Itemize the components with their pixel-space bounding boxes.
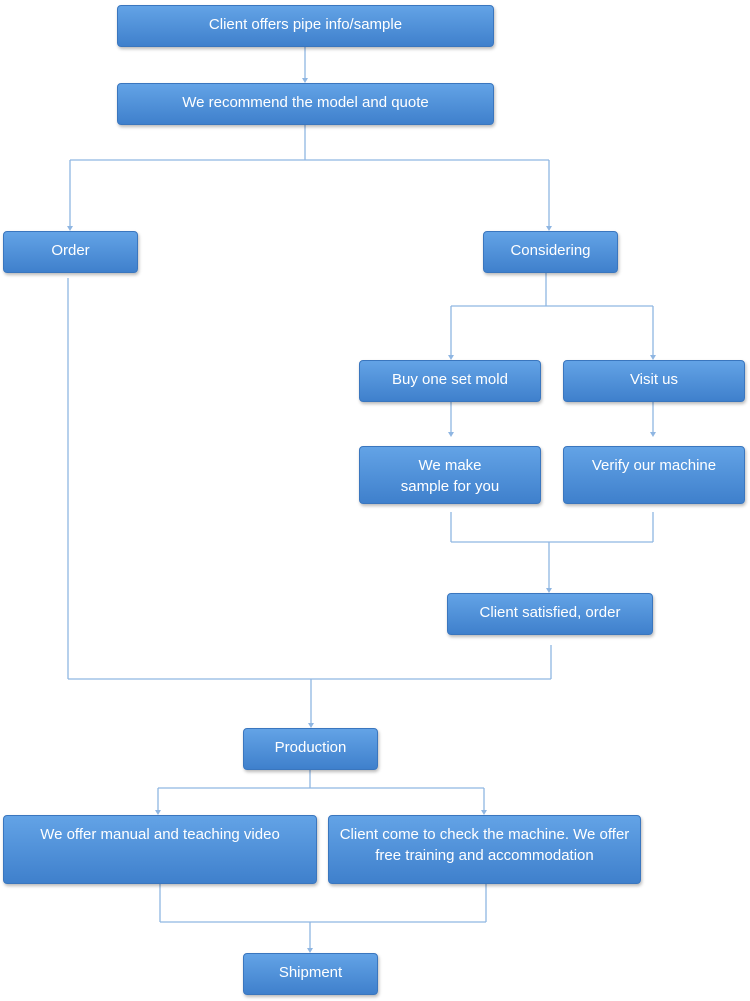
node-visit: Visit us	[563, 360, 745, 402]
node-production: Production	[243, 728, 378, 770]
node-recommend: We recommend the model and quote	[117, 83, 494, 125]
node-buy-mold: Buy one set mold	[359, 360, 541, 402]
node-verify: Verify our machine	[563, 446, 745, 504]
node-satisfied: Client satisfied, order	[447, 593, 653, 635]
node-order: Order	[3, 231, 138, 273]
node-shipment: Shipment	[243, 953, 378, 995]
node-considering: Considering	[483, 231, 618, 273]
node-manual: We offer manual and teaching video	[3, 815, 317, 884]
node-make-sample: We make sample for you	[359, 446, 541, 504]
node-check-machine: Client come to check the machine. We off…	[328, 815, 641, 884]
node-client-offers: Client offers pipe info/sample	[117, 5, 494, 47]
